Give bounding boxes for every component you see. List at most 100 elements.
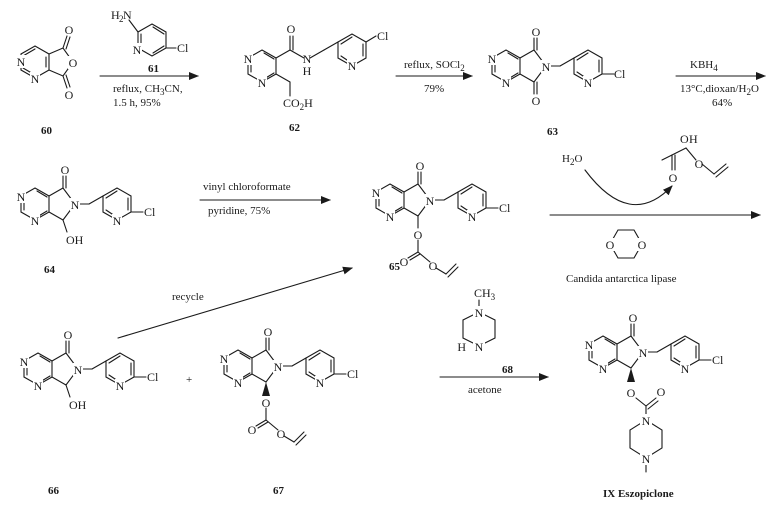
atom-H: H <box>457 340 466 354</box>
atom-O: O <box>606 238 615 252</box>
condition-2-line1: reflux, SOCl2 <box>404 59 465 73</box>
amine-N: N <box>123 8 132 22</box>
compound-label-60: 60 <box>41 125 53 137</box>
atom-H: H <box>303 64 312 78</box>
compound-label-63: 63 <box>547 126 559 138</box>
atom-N: N <box>34 379 43 393</box>
atom-N: N <box>244 52 253 66</box>
amine-subscript: 2 <box>119 14 124 24</box>
compound-label-ix: IX Eszopiclone <box>603 488 674 500</box>
compound-66-structure: N N N O OH N Cl <box>19 328 159 412</box>
atom-Cl: Cl <box>614 67 626 81</box>
methyl-group: CH3 <box>474 286 496 302</box>
atom-N: N <box>599 362 608 376</box>
atom-N: N <box>426 194 435 208</box>
compound-label-64: 64 <box>44 264 56 276</box>
atom-N: N <box>234 376 243 390</box>
hydroxyl-group: OH <box>69 398 87 412</box>
atom-N: N <box>116 379 125 393</box>
atom-N: N <box>542 60 551 74</box>
atom-Cl: Cl <box>377 29 389 43</box>
atom-O: O <box>65 88 74 102</box>
atom-N: N <box>372 186 381 200</box>
atom-O: O <box>627 386 636 400</box>
atom-N: N <box>17 55 26 69</box>
atom-O: O <box>532 94 541 108</box>
atom-N: N <box>274 360 283 374</box>
recycle-arrow <box>117 266 353 339</box>
atom-O: O <box>400 255 409 269</box>
atom-Cl: Cl <box>177 41 189 55</box>
atom-N: N <box>71 198 80 212</box>
atom-O: O <box>680 132 689 146</box>
atom-N: N <box>348 59 357 73</box>
condition-5-water: H2O <box>562 153 582 167</box>
amine-H: H <box>111 8 120 22</box>
condition-1-line2: 1.5 h, 95% <box>113 97 161 109</box>
compound-67-structure: N N N O O O O N Cl <box>219 325 359 446</box>
atom-N: N <box>642 452 651 466</box>
compound-label-65: 65 <box>389 261 401 273</box>
atom-O: O <box>264 325 273 339</box>
recycle-label: recycle <box>172 291 204 303</box>
atom-O: O <box>429 259 438 273</box>
atom-N: N <box>113 214 122 228</box>
atom-O: O <box>657 385 666 399</box>
condition-2-line2: 79% <box>424 83 444 95</box>
dioxane-structure: O O <box>605 229 647 259</box>
vinyl-carbonic-acid-structure: O H O O <box>661 132 729 185</box>
atom-N: N <box>386 210 395 224</box>
atom-H: H <box>689 132 698 146</box>
hydrolysis-curved-arrow <box>584 169 673 206</box>
condition-3-reagent: KBH4 <box>690 59 718 73</box>
atom-O: O <box>277 427 286 441</box>
atom-N: N <box>639 346 648 360</box>
atom-O: O <box>532 25 541 39</box>
atom-N: N <box>488 52 497 66</box>
atom-Cl: Cl <box>347 367 359 381</box>
atom-O: O <box>638 238 647 252</box>
compound-ix-structure: N N N O O O N Cl N N <box>584 311 724 473</box>
condition-4-line2: pyridine, 75% <box>208 205 270 217</box>
atom-N: N <box>20 355 29 369</box>
condition-6: acetone <box>468 384 502 396</box>
compound-label-67: 67 <box>273 485 285 497</box>
atom-O: O <box>695 157 704 171</box>
atom-N: N <box>316 376 325 390</box>
atom-O: O <box>262 396 271 410</box>
hydroxyl-group: OH <box>66 233 84 247</box>
atom-N: N <box>220 352 229 366</box>
atom-Cl: Cl <box>712 353 724 367</box>
compound-60-structure: N N O O O <box>16 23 78 102</box>
atom-N: N <box>475 306 484 320</box>
compound-label-61: 61 <box>148 63 159 75</box>
atom-O: O <box>414 228 423 242</box>
atom-Cl: Cl <box>147 370 159 384</box>
condition-3-line2: 64% <box>712 97 732 109</box>
compound-64-structure: N N N O OH N Cl <box>16 163 156 247</box>
atom-O: O <box>64 328 73 342</box>
condition-5-enzyme: Candida antarctica lipase <box>566 273 677 285</box>
compound-label-62: 62 <box>289 122 301 134</box>
atom-O: O <box>629 311 638 325</box>
atom-N: N <box>681 362 690 376</box>
compound-62-structure: N N O N H N Cl CO2H <box>243 22 389 112</box>
condition-3-line1: 13°C,dioxan/H2O <box>680 83 759 97</box>
atom-O: O <box>248 423 257 437</box>
atom-N: N <box>31 72 40 86</box>
atom-O: O <box>287 22 296 36</box>
atom-O: O <box>669 171 678 185</box>
compound-63-structure: N N N O O N Cl <box>487 25 626 108</box>
carboxyl-group: CO2H <box>283 96 313 112</box>
atom-N: N <box>584 76 593 90</box>
atom-N: N <box>642 414 651 428</box>
atom-N: N <box>74 363 83 377</box>
atom-O: O <box>416 159 425 173</box>
compound-label-68: 68 <box>502 364 514 376</box>
reagent-68-structure: N N H CH3 <box>457 286 495 354</box>
wedge-bond <box>627 368 635 382</box>
atom-Cl: Cl <box>144 205 156 219</box>
atom-N: N <box>502 76 511 90</box>
plus-sign: + <box>186 374 192 386</box>
